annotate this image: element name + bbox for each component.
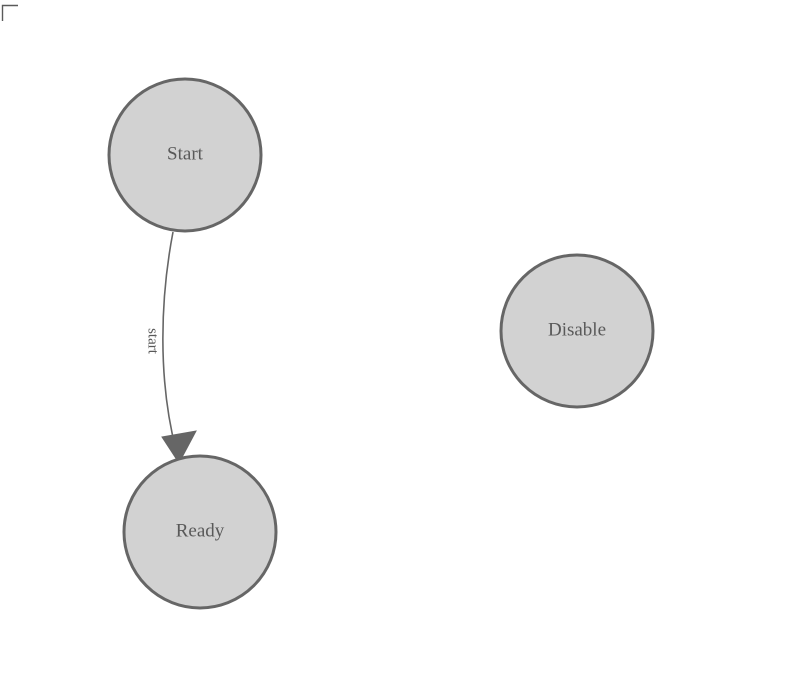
edge-start-to-ready[interactable]: start bbox=[145, 231, 197, 464]
state-node-label: Disable bbox=[548, 319, 606, 340]
state-node-ready[interactable]: Ready bbox=[122, 454, 278, 610]
state-node-circle bbox=[499, 253, 655, 409]
corner-bracket-mark bbox=[1, 4, 18, 21]
state-node-circle bbox=[107, 77, 263, 233]
state-node-label: Start bbox=[167, 143, 204, 164]
arrowhead-icon bbox=[161, 430, 197, 464]
state-node-start[interactable]: Start bbox=[107, 77, 263, 233]
edge-label-start: start bbox=[145, 328, 161, 355]
state-node-label: Ready bbox=[176, 520, 225, 541]
state-node-circle bbox=[122, 454, 278, 610]
edge-line bbox=[162, 231, 177, 451]
state-node-disable[interactable]: Disable bbox=[499, 253, 655, 409]
